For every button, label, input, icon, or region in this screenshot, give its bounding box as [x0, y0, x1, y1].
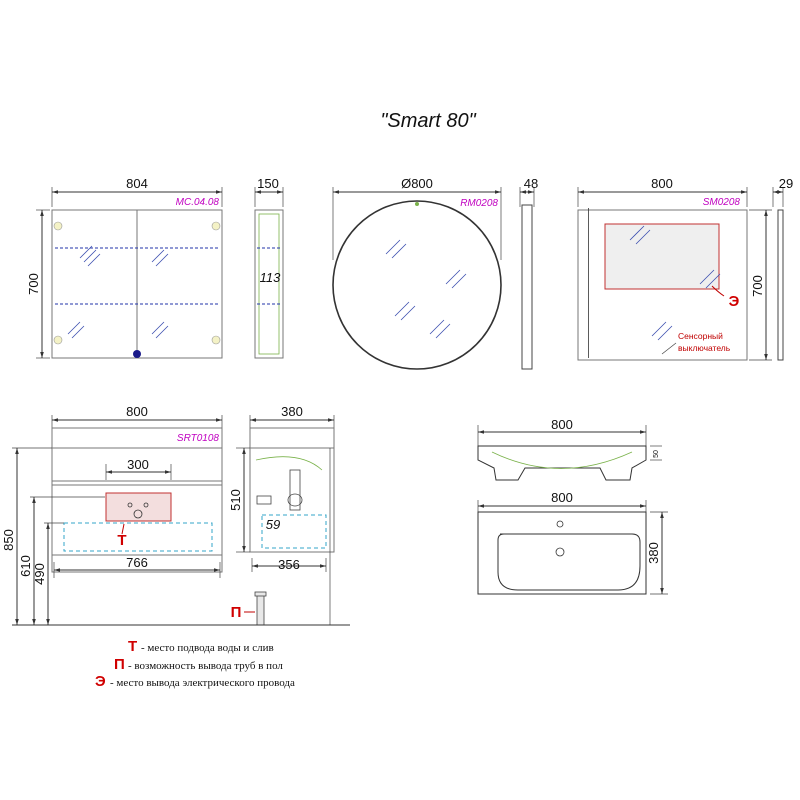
vanity-side-body [249, 447, 335, 553]
cabinet-code: MC.04.08 [176, 197, 220, 208]
power-outlet-mark: Э [729, 293, 740, 310]
round-mirror-view: Ø800 RM0208 48 [332, 176, 538, 370]
round-mirror-diameter-label: Ø800 [401, 176, 433, 191]
vanity-body [51, 447, 223, 573]
vanity-depth-label: 380 [281, 404, 303, 419]
rect-mirror-height-label: 700 [750, 275, 765, 297]
faucet-hole-icon [556, 520, 564, 528]
vanity-side-inner-depth-label: 356 [278, 557, 300, 572]
legend-text-water: - место подвода воды и слив [141, 642, 274, 654]
round-mirror-depth-label: 48 [524, 176, 538, 191]
floor-pipe-label: П [231, 604, 242, 621]
basin-top-width-label: 800 [551, 417, 573, 432]
vanity-drawer-dashed [63, 522, 213, 552]
legend-text-floor: - возможность вывода труб в пол [128, 660, 283, 672]
drawing-title: "Smart 80" [380, 110, 476, 132]
cabinet-side-view: 150 113 [254, 176, 284, 359]
basin-plan-outline [477, 511, 647, 595]
rect-mirror-code: SM0208 [703, 197, 741, 208]
switch-label-line2: выключатель [678, 343, 731, 353]
drain-hole-icon [555, 547, 565, 557]
legend-key-electric: Э [95, 673, 106, 690]
basin-side-outline [477, 445, 647, 481]
vanity-inner-width-label: 766 [126, 555, 148, 570]
cabinet-depth-label: 150 [257, 176, 279, 191]
basin-plan-width-label: 800 [551, 490, 573, 505]
rect-mirror-view: 800 SM0208 Э Сенсорный выключатель 700 2… [577, 176, 793, 361]
vanity-side-view: 380 59 510 356 [228, 404, 335, 625]
round-mirror-code: RM0208 [460, 198, 498, 209]
cabinet-front-view: 804 700 MC.04.08 [26, 176, 223, 359]
cabinet-width-label: 804 [126, 176, 148, 191]
vanity-side-height-label: 510 [228, 489, 243, 511]
basin-views: 800 50 800 380 [477, 417, 668, 595]
vanity-total-height-label: 850 [1, 529, 16, 551]
vanity-side-drawer-dashed [261, 514, 327, 549]
floor-pipe-mark: П [12, 591, 350, 626]
sensor-dot-icon [133, 350, 141, 358]
legend-key-water: Т [128, 638, 137, 655]
cabinet-side-outline [254, 209, 284, 359]
legend-key-floor: П [114, 656, 125, 673]
rect-mirror-light-panel [604, 223, 720, 290]
round-mirror-outline [332, 200, 502, 370]
vanity-490-label: 490 [32, 563, 47, 585]
rect-mirror-side-outline [777, 209, 784, 361]
floor-pipe-icon [256, 593, 265, 626]
cabinet-shelf-depth-label: 113 [260, 270, 281, 285]
legend: Т - место подвода воды и слив П - возмож… [95, 638, 295, 690]
basin-plan-depth-label: 380 [646, 542, 661, 564]
legend-text-electric: - место вывода электрического провода [110, 677, 295, 689]
basin-bowl-outline [497, 533, 641, 591]
vanity-610-label: 610 [18, 555, 33, 577]
vanity-side-top [249, 427, 335, 449]
siphon-icon [289, 469, 301, 511]
vanity-side-offset-label: 59 [266, 517, 280, 532]
cabinet-height-label: 700 [26, 273, 41, 295]
water-connection-zone [105, 492, 172, 522]
rect-mirror-outline [577, 209, 748, 361]
rect-mirror-width-label: 800 [651, 176, 673, 191]
vanity-code: SRT0108 [177, 433, 220, 444]
rect-mirror-depth-label: 29 [779, 176, 793, 191]
switch-label-line1: Сенсорный [678, 331, 723, 341]
water-mark: Т [117, 532, 126, 549]
drawer-width-label: 300 [127, 457, 149, 472]
vanity-front-view: 800 SRT0108 300 Т 766 850 610 490 [1, 404, 240, 626]
vanity-width-label: 800 [126, 404, 148, 419]
round-mirror-side-outline [521, 204, 533, 370]
basin-thickness-label: 50 [653, 450, 660, 458]
